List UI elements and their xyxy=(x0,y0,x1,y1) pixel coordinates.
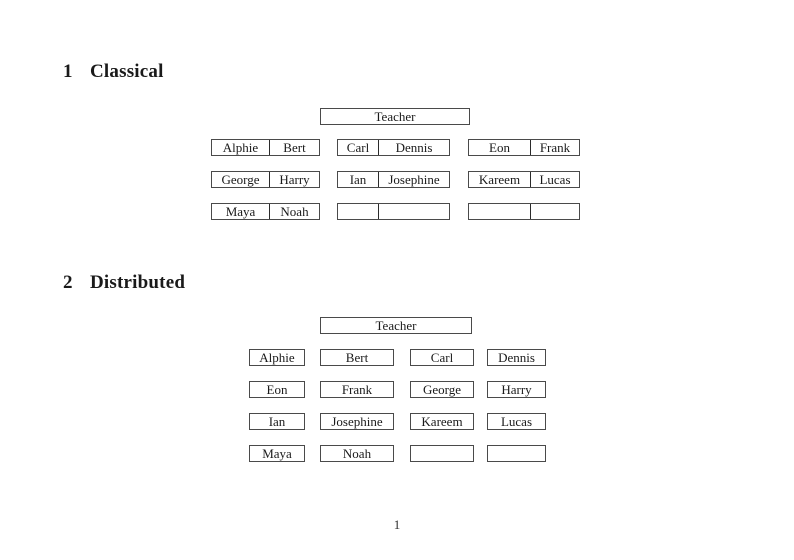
seat-cell xyxy=(530,204,579,219)
seat-box: Eon xyxy=(249,381,305,398)
seat-box: Carl xyxy=(410,349,474,366)
seat-box: Harry xyxy=(487,381,546,398)
teacher-box: Teacher xyxy=(320,317,472,334)
seat-cell: Ian xyxy=(349,172,367,187)
seat-box: Kareem xyxy=(410,413,474,430)
seat-cell: Maya xyxy=(225,204,256,219)
seat-cell xyxy=(338,204,378,219)
seat-box: Dennis xyxy=(487,349,546,366)
seat-box: Bert xyxy=(320,349,394,366)
seat-box: Lucas xyxy=(487,413,546,430)
seat-cell: Eon xyxy=(489,140,510,155)
desk-box: Maya Noah xyxy=(211,203,320,220)
seat-cell: Dennis xyxy=(378,140,449,155)
seat-box: Frank xyxy=(320,381,394,398)
seat-cell xyxy=(469,204,530,219)
desk-box: Eon Frank xyxy=(468,139,580,156)
seat-box: Josephine xyxy=(320,413,394,430)
section-number: 1 xyxy=(63,61,73,82)
seat-cell: Harry xyxy=(269,172,319,187)
desk-box-empty xyxy=(337,203,450,220)
seat-cell: George xyxy=(221,172,260,187)
desk-box: Ian Josephine xyxy=(337,171,450,188)
seat-box: Maya xyxy=(249,445,305,462)
desk-box: Alphie Bert xyxy=(211,139,320,156)
teacher-box: Teacher xyxy=(320,108,470,125)
seat-box: Noah xyxy=(320,445,394,462)
seat-cell: Bert xyxy=(269,140,319,155)
section-title: Distributed xyxy=(90,272,186,293)
seat-box-empty xyxy=(487,445,546,462)
section-heading-classical: 1 Classical xyxy=(63,61,164,83)
page-number: 1 xyxy=(393,517,401,532)
desk-box: Kareem Lucas xyxy=(468,171,580,188)
seat-cell: Kareem xyxy=(478,172,521,187)
seat-cell: Carl xyxy=(346,140,370,155)
seat-cell: Josephine xyxy=(378,172,449,187)
seat-cell: Alphie xyxy=(222,140,259,155)
seat-cell xyxy=(378,204,449,219)
seat-box: Alphie xyxy=(249,349,305,366)
section-title: Classical xyxy=(90,61,164,82)
section-heading-distributed: 2 Distributed xyxy=(63,272,185,294)
desk-box: Carl Dennis xyxy=(337,139,450,156)
seat-cell: Frank xyxy=(530,140,579,155)
seat-box: Ian xyxy=(249,413,305,430)
section-number: 2 xyxy=(63,272,73,293)
seat-box: George xyxy=(410,381,474,398)
seat-box-empty xyxy=(410,445,474,462)
desk-box: George Harry xyxy=(211,171,320,188)
desk-box-empty xyxy=(468,203,580,220)
seat-cell: Noah xyxy=(269,204,319,219)
seat-cell: Lucas xyxy=(530,172,579,187)
